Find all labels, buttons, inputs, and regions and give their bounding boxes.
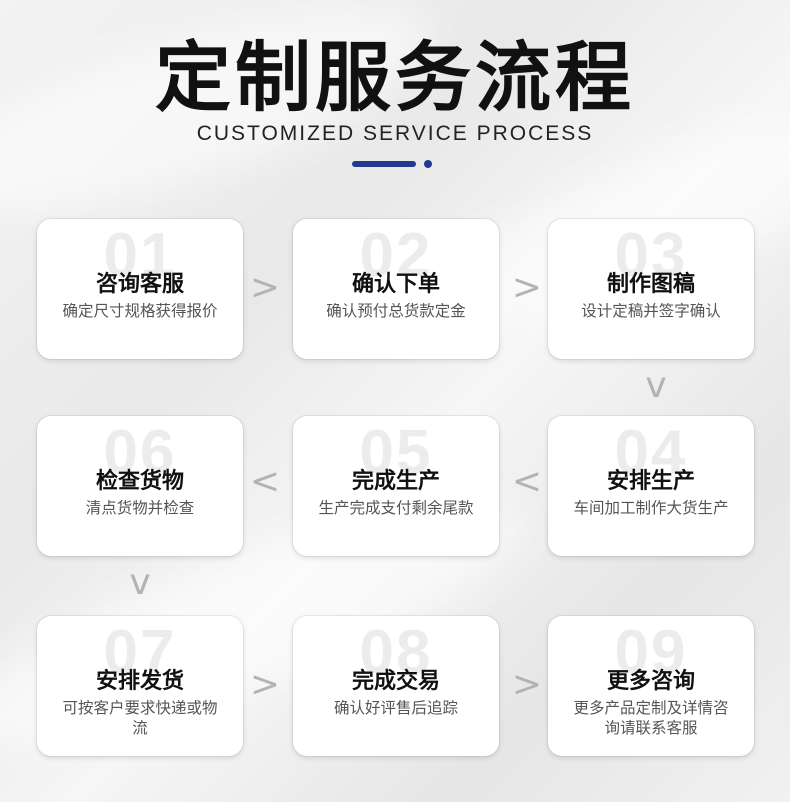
accent-bar	[352, 161, 416, 167]
step-number: 03	[614, 221, 688, 290]
step-title: 咨询客服	[95, 272, 184, 297]
step-card-04: 04 安排生产 车间加工制作大货生产	[548, 416, 754, 556]
page-title: 定制服务流程	[155, 33, 635, 122]
step-card-05: 05 完成生产 生产完成支付剩余尾款	[293, 416, 499, 556]
arrow-left-icon: <	[249, 461, 281, 502]
step-description: 可按客户要求快递或物流	[62, 699, 218, 737]
step-description: 生产完成支付剩余尾款	[318, 499, 474, 517]
arrow-right-icon: >	[511, 267, 543, 308]
step-title: 更多咨询	[606, 669, 695, 694]
step-number: 05	[359, 418, 433, 487]
step-card-07: 07 安排发货 可按客户要求快递或物流	[37, 616, 243, 756]
arrow-left-icon: <	[511, 461, 543, 502]
step-description: 更多产品定制及详情咨询请联系客服	[573, 699, 729, 737]
step-card-02: 02 确认下单 确认预付总货款定金	[293, 219, 499, 359]
step-card-01: 01 咨询客服 确定尺寸规格获得报价	[37, 219, 243, 359]
step-number: 09	[614, 618, 688, 687]
arrow-down-icon: v	[645, 365, 667, 406]
step-number: 08	[359, 618, 433, 687]
arrow-right-icon: >	[249, 664, 281, 705]
page-subtitle: CUSTOMIZED SERVICE PROCESS	[196, 122, 594, 145]
step-description: 设计定稿并签字确认	[581, 302, 721, 320]
step-title: 完成交易	[351, 669, 440, 694]
step-card-08: 08 完成交易 确认好评售后追踪	[293, 616, 499, 756]
arrow-right-icon: >	[249, 267, 281, 308]
step-card-03: 03 制作图稿 设计定稿并签字确认	[548, 219, 754, 359]
step-number: 06	[103, 418, 177, 487]
step-number: 04	[614, 418, 688, 487]
arrow-down-icon: v	[129, 562, 151, 603]
arrow-right-icon: >	[511, 664, 543, 705]
step-number: 02	[359, 221, 433, 290]
step-number: 01	[103, 221, 177, 290]
step-number: 07	[103, 618, 177, 687]
step-card-06: 06 检查货物 清点货物并检查	[37, 416, 243, 556]
step-description: 确认好评售后追踪	[333, 699, 458, 717]
step-card-09: 09 更多咨询 更多产品定制及详情咨询请联系客服	[548, 616, 754, 756]
step-description: 确定尺寸规格获得报价	[62, 302, 218, 320]
step-description: 车间加工制作大货生产	[573, 499, 729, 517]
step-title: 检查货物	[95, 469, 184, 494]
accent-dot	[424, 160, 432, 168]
step-description: 清点货物并检查	[85, 499, 195, 517]
step-title: 完成生产	[351, 469, 440, 494]
step-title: 安排生产	[606, 469, 695, 494]
step-description: 确认预付总货款定金	[326, 302, 466, 320]
step-title: 确认下单	[351, 272, 440, 297]
step-title: 制作图稿	[606, 272, 695, 297]
step-title: 安排发货	[95, 669, 184, 694]
